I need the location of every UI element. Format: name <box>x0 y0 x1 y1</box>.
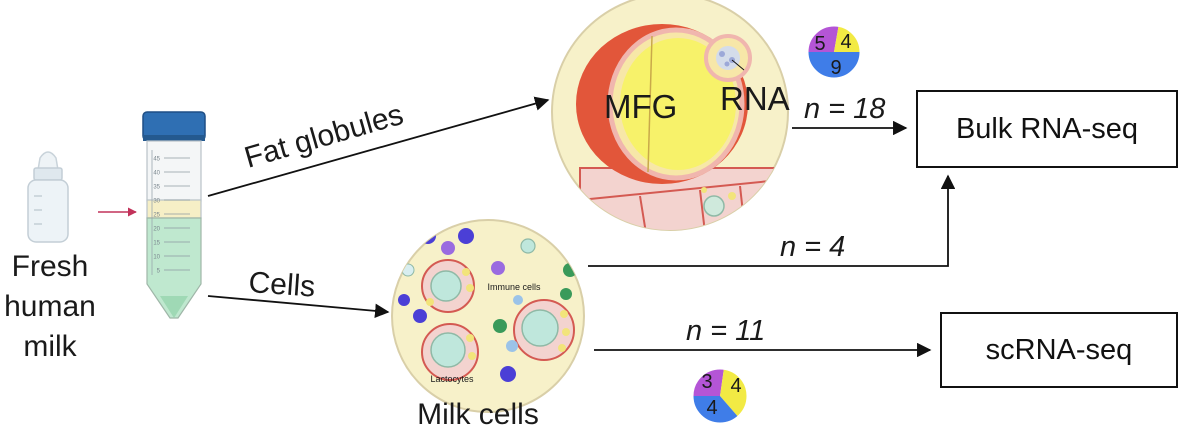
centrifuge-tube-icon <box>142 111 206 319</box>
pie-sc-label-4a: 4 <box>730 375 741 397</box>
tube-graduations: 45 40 35 30 25 20 15 10 5 <box>153 157 190 275</box>
pie-slice-0 <box>808 25 839 52</box>
pie-sc-label-3: 3 <box>701 371 712 393</box>
pie-sc-label-4b: 4 <box>706 397 717 419</box>
tube-tick-label: 15 <box>153 241 160 247</box>
pie-bulk-sample-split <box>807 25 861 79</box>
pie-slice-2 <box>808 52 860 78</box>
rna-label: RNA <box>720 80 790 117</box>
immune-cells-label: Immune cells <box>487 282 541 292</box>
mfg-illustration <box>551 0 789 231</box>
lactocytes-label: Lactocytes <box>430 374 474 384</box>
baby-bottle-icon <box>27 151 69 243</box>
pie-slice-0 <box>693 368 724 396</box>
tube-tick-label: 45 <box>153 157 160 163</box>
cells-label: Cells <box>248 266 317 304</box>
pie-bulk-label-9: 9 <box>830 57 841 79</box>
pie-sc-sample-split <box>692 368 748 424</box>
n-sc-label: n = 11 <box>686 315 765 347</box>
arrow-to-fat-globules <box>207 96 550 197</box>
tube-tick-label: 40 <box>153 171 160 177</box>
source-label-line-3: milk <box>23 330 77 363</box>
pie-slice-2 <box>693 396 738 424</box>
source-label-line-1: Fresh <box>12 250 89 283</box>
arrow-to-cells <box>207 295 390 319</box>
mfg-label: MFG <box>604 88 677 125</box>
bulk-rna-seq-box: Bulk RNA-seq <box>916 90 1178 168</box>
arrow-cells-to-bulk <box>588 174 956 267</box>
pie-slice-1 <box>720 369 748 417</box>
n-cells-bulk-label: n = 4 <box>780 231 845 263</box>
rna-pointer <box>731 59 745 71</box>
milk-cells-label: Milk cells <box>417 398 539 431</box>
pie-outline <box>692 368 748 424</box>
tube-tick-label: 35 <box>153 185 160 191</box>
tube-tick-label: 20 <box>153 227 160 233</box>
tube-tick-label: 30 <box>153 199 160 205</box>
pie-bulk-label-4: 4 <box>840 31 851 53</box>
pie-slice-1 <box>834 26 860 52</box>
pie-outline <box>807 25 861 79</box>
milk-cells-illustration <box>391 219 585 413</box>
scrna-seq-box: scRNA-seq <box>940 312 1178 388</box>
tube-tick-label: 10 <box>153 255 160 261</box>
source-label-line-2: human <box>4 290 96 323</box>
tube-tick-label: 5 <box>157 269 161 275</box>
tube-tick-label: 25 <box>153 213 160 219</box>
n-mfg-label: n = 18 <box>804 93 885 125</box>
pie-bulk-label-5: 5 <box>814 33 825 55</box>
